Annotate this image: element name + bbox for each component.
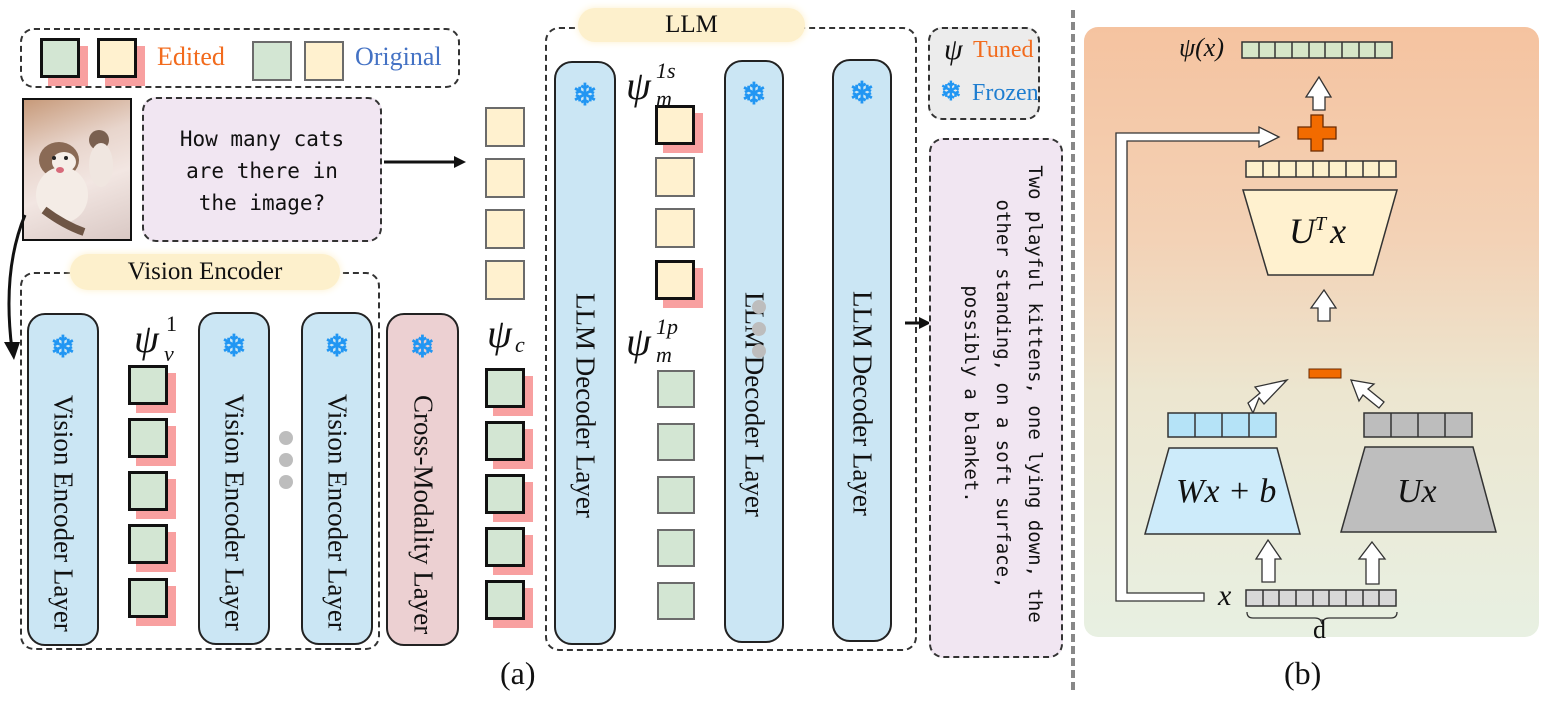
- token-original: [485, 209, 525, 249]
- ux-label: Ux: [1397, 473, 1437, 510]
- arrow-up-icon: [1254, 538, 1283, 583]
- arrow-diagonal-icon: [1349, 379, 1385, 409]
- snowflake-icon: ❄: [741, 78, 767, 111]
- snowflake-icon: ❄: [221, 330, 247, 363]
- arrow-question-to-llm: [384, 156, 466, 168]
- plus-icon: [1297, 114, 1337, 152]
- token-original: [657, 370, 695, 408]
- caption-a: (a): [500, 655, 536, 691]
- tuned-label: Tuned: [973, 37, 1034, 63]
- answer-text: Two playful kittens, one lying down, the…: [960, 165, 1046, 623]
- token-original: [657, 582, 695, 620]
- snowflake-icon: ❄: [50, 331, 76, 364]
- dimension-label: d: [1313, 615, 1326, 644]
- ut-projection-block: [1241, 189, 1398, 276]
- token-original: [655, 208, 695, 248]
- llm-decoder-layer-3: ❄ LLM Decoder Layer: [832, 59, 892, 642]
- legend-original-green-square: [252, 41, 292, 81]
- token-edited: [485, 368, 525, 408]
- token-edited: [128, 365, 168, 405]
- wxb-block: [1144, 447, 1301, 535]
- caption-b: (b): [1284, 655, 1322, 691]
- arrow-up-icon: [1304, 75, 1333, 111]
- arrow-image-to-encoder: [4, 214, 27, 360]
- snowflake-icon: ❄: [409, 331, 436, 364]
- output-label: ψ(x): [1179, 33, 1225, 62]
- vision-encoder-layer-1: ❄ Vision Encoder Layer: [27, 313, 99, 646]
- token-original: [657, 423, 695, 461]
- token-original: [657, 529, 695, 567]
- token-original: [485, 107, 525, 147]
- wxb-output-vector: [1167, 412, 1277, 438]
- token-edited: [485, 421, 525, 461]
- token-original: [655, 157, 695, 197]
- ellipsis-dots: [279, 431, 293, 497]
- wxb-label: Wx + b: [1176, 473, 1277, 510]
- legend-original-label: Original: [355, 42, 442, 71]
- arrow-up-icon: [1309, 288, 1338, 322]
- arrow-diagonal-icon: [1247, 378, 1289, 415]
- input-vector: [1245, 589, 1397, 607]
- token-original: [485, 158, 525, 198]
- adapter-label-psi-c: ψ c: [487, 311, 525, 357]
- legend-edited-label: Edited: [157, 42, 225, 71]
- llm-title: LLM: [578, 8, 805, 42]
- ux-block: [1340, 446, 1497, 533]
- ux-output-vector: [1363, 412, 1473, 438]
- input-label: x: [1218, 579, 1232, 612]
- output-vector: [1241, 41, 1393, 59]
- snowflake-icon: ❄: [572, 79, 598, 112]
- token-original: [657, 476, 695, 514]
- legend-tuned-frozen: ψ Tuned ❄ Frozen: [928, 27, 1040, 120]
- ellipsis-dots: [752, 300, 766, 366]
- token-edited: [128, 524, 168, 564]
- legend-edited-green-square: [40, 38, 80, 78]
- adapter-label-psi-m1s: ψ 1s m: [626, 58, 676, 111]
- skip-connection-arrow: [1115, 125, 1281, 602]
- token-edited: [655, 260, 695, 300]
- token-original: [485, 260, 525, 300]
- adapter-label-psi-v1: ψ 1 v: [134, 311, 177, 366]
- legend-original-yellow-square: [304, 41, 344, 81]
- token-edited: [128, 418, 168, 458]
- arrow-up-icon: [1357, 540, 1387, 585]
- cross-modality-layer: ❄ Cross-Modality Layer: [386, 313, 459, 646]
- token-edited: [485, 474, 525, 514]
- minus-icon: [1308, 368, 1342, 379]
- token-edited: [485, 580, 525, 620]
- vision-encoder-title: Vision Encoder: [70, 254, 340, 290]
- token-edited: [655, 105, 695, 145]
- vision-encoder-layer-2: ❄ Vision Encoder Layer: [198, 312, 270, 645]
- legend-edited-yellow-square: [97, 38, 137, 78]
- frozen-label: Frozen: [972, 80, 1039, 106]
- token-edited: [485, 527, 525, 567]
- snowflake-icon: ❄: [849, 77, 875, 110]
- vision-encoder-layer-3: ❄ Vision Encoder Layer: [301, 312, 373, 645]
- ut-output-vector: [1245, 160, 1397, 178]
- question-box: How many cats are there in the image?: [142, 97, 382, 242]
- snowflake-icon: ❄: [940, 77, 962, 106]
- arrow-llm-to-output: [905, 317, 931, 329]
- token-edited: [128, 471, 168, 511]
- tuned-symbol: ψ: [944, 33, 963, 66]
- snowflake-icon: ❄: [324, 330, 350, 363]
- llm-decoder-layer-1: ❄ LLM Decoder Layer: [554, 61, 616, 645]
- answer-box: Two playful kittens, one lying down, the…: [929, 138, 1063, 658]
- adapter-label-psi-m1p: ψ 1p m: [626, 314, 678, 367]
- dimension-brace: [1246, 611, 1398, 625]
- legend-edited-original: Edited Original: [20, 28, 460, 88]
- input-image: [22, 98, 132, 241]
- question-text: How many cats are there in the image?: [179, 127, 345, 215]
- token-edited: [128, 578, 168, 618]
- panel-divider: [1071, 10, 1075, 690]
